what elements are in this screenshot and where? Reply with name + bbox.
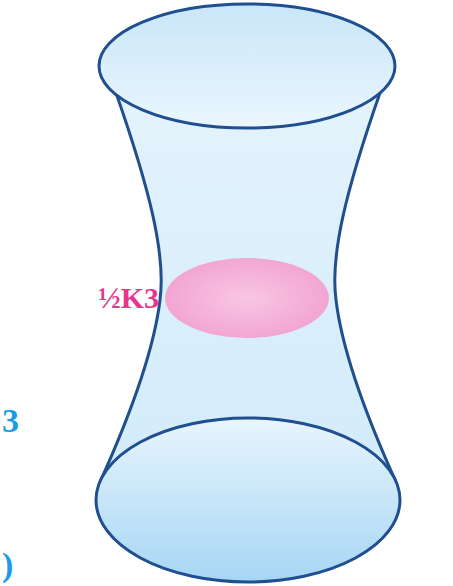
throat-right-side <box>335 90 396 482</box>
bottom-mouth <box>96 418 400 582</box>
ellipse-label: ½K3 <box>98 281 163 315</box>
edge-fragment-label: 3 <box>2 404 19 438</box>
top-mouth <box>99 4 395 128</box>
ellipse-shape <box>163 256 331 340</box>
pink-ellipse <box>165 258 329 338</box>
brane-ellipse: ½K3 <box>98 256 331 340</box>
edge-fragment-label: ) <box>2 548 13 582</box>
